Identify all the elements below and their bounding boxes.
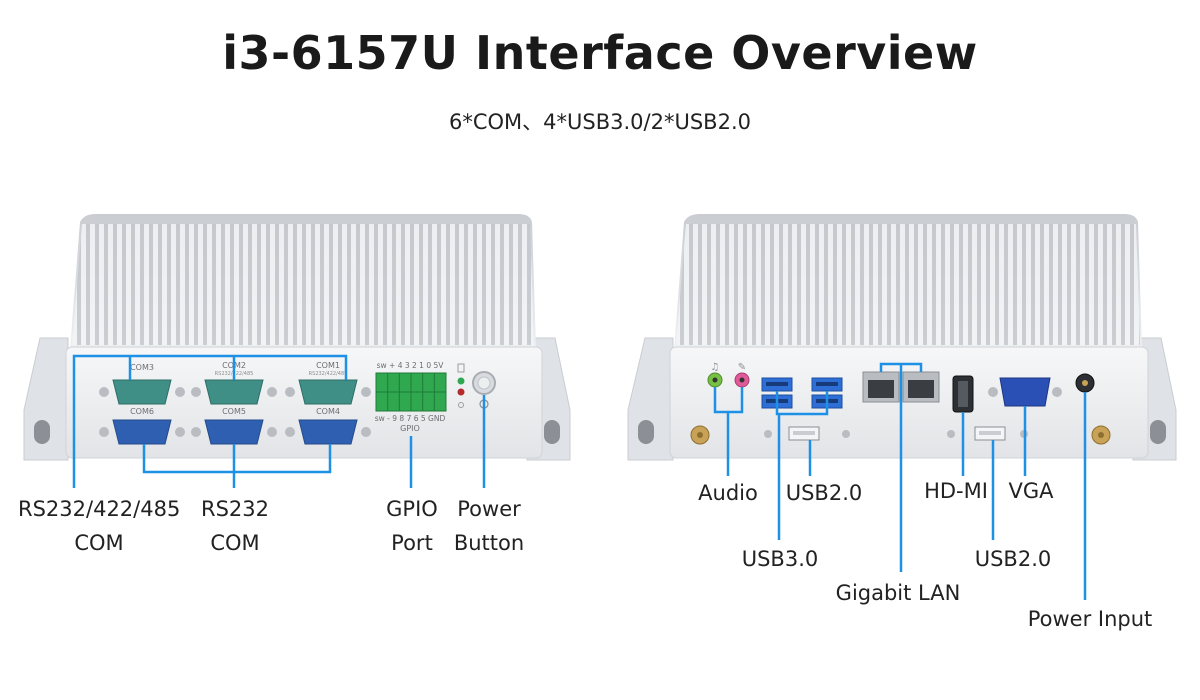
callout-usb2-right: USB2.0 [974,547,1052,571]
callout-rs232-422-485-line1: RS232/422/485 [18,497,181,521]
db9-port-com5 [191,419,277,445]
front-callout-lines [72,354,486,488]
status-led-green [457,377,465,385]
status-led-red [457,388,465,396]
usb2-port-left [788,426,820,441]
callout-gpio-line1: GPIO [386,497,438,521]
front-right-bracket-slot [544,420,560,444]
gpio-top-marking: sw + 4 3 2 1 0 5V [377,361,445,370]
com4-marking: COM4 [316,407,340,416]
power-button[interactable] [472,371,496,395]
gpio-bottom-marking: sw - 9 8 7 6 5 GND [375,414,446,423]
callout-rs232-422-485-line2: COM [74,531,124,555]
callout-power-input: Power Input [1027,607,1153,631]
page-title: i3-6157U Interface Overview [222,26,978,80]
rear-callout-lines [713,362,1087,600]
wifi-antenna-left [690,425,710,445]
lan-port-1 [862,371,900,403]
db9-port-com1 [285,379,371,405]
callout-rs232-line2: COM [210,531,260,555]
page-subtitle: 6*COM、4*USB3.0/2*USB2.0 [449,110,751,134]
gpio-caption-marking: GPIO [400,424,420,433]
callout-hdmi: HD-MI [924,479,988,503]
com1-sub-marking: RS232/422/485 [309,371,348,377]
com6-marking: COM6 [130,407,154,416]
db9-port-com4 [285,419,371,445]
headphone-icon: ♫ [711,362,720,373]
rear-unit: ♫ ✎ [627,214,1177,461]
com1-marking: COM1 [316,361,340,370]
callout-rs232-com: RS232 COM [190,492,280,560]
callout-power-line1: Power [457,497,521,521]
callout-power-button: Power Button [446,492,532,560]
hdmi-port [952,375,974,413]
callout-audio: Audio [698,481,758,505]
callout-rs232-422-485-com: RS232/422/485 COM [18,492,180,560]
callout-gigabit-lan: Gigabit LAN [835,581,961,605]
db9-port-com2 [191,379,277,405]
front-unit: COM3 COM2 RS232/422/485 COM1 RS232/422/4… [23,214,571,461]
callout-usb3: USB3.0 [741,547,819,571]
power-led-icon [458,402,464,408]
rear-right-bracket-slot [1150,420,1166,444]
dc-power-jack [1075,373,1095,393]
callout-power-line2: Button [453,531,525,555]
microphone-icon: ✎ [738,362,746,373]
wifi-antenna-right [1091,425,1111,445]
db9-port-com6 [99,419,185,445]
lan-port-2 [902,371,940,403]
callout-gpio-port: GPIO Port [372,492,452,560]
com3-marking: COM3 [130,363,154,372]
db9-port-com3 [99,379,185,405]
vga-port [988,377,1062,407]
callout-usb2-left: USB2.0 [785,481,863,505]
usb2-port-right [974,426,1006,441]
rear-left-bracket-slot [638,420,654,444]
storage-led-icon [457,363,465,373]
usb3-port-1 [761,377,793,392]
front-left-bracket-slot [34,420,50,444]
callout-gpio-line2: Port [391,531,433,555]
com5-marking: COM5 [222,407,246,416]
callout-rs232-line1: RS232 [200,497,269,521]
callout-vga: VGA [1008,479,1054,503]
gpio-terminal-block [375,372,447,412]
usb3-port-3 [811,377,843,392]
